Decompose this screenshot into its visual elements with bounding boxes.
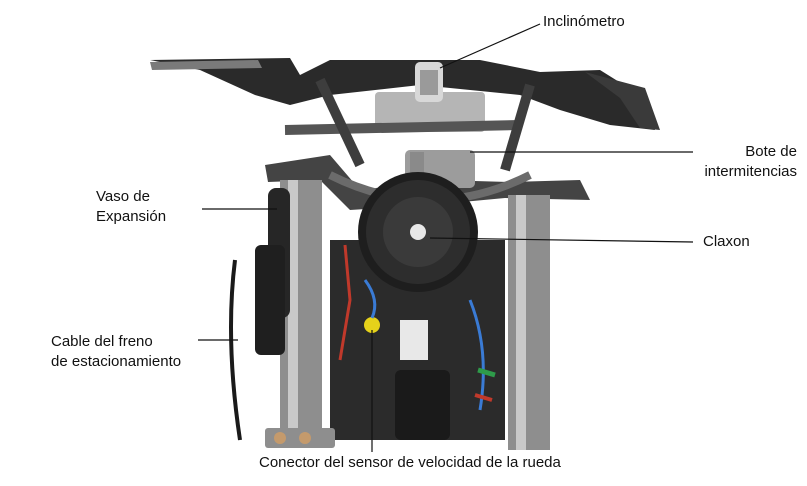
label-expansion-tank: Vaso de Expansión bbox=[96, 188, 167, 225]
label-horn: Claxon bbox=[703, 233, 750, 250]
label-wheel-speed-sensor-connector: Conector del sensor de velocidad de la r… bbox=[259, 454, 561, 471]
inclinometer-leader bbox=[439, 23, 541, 69]
horn-leader bbox=[429, 237, 694, 243]
label-parking-brake-cable: Cable del freno de estacionamiento bbox=[51, 333, 182, 370]
label-turn-signal-relay: Bote de intermitencias bbox=[704, 143, 797, 180]
label-inclinometer: Inclinómetro bbox=[543, 13, 625, 30]
